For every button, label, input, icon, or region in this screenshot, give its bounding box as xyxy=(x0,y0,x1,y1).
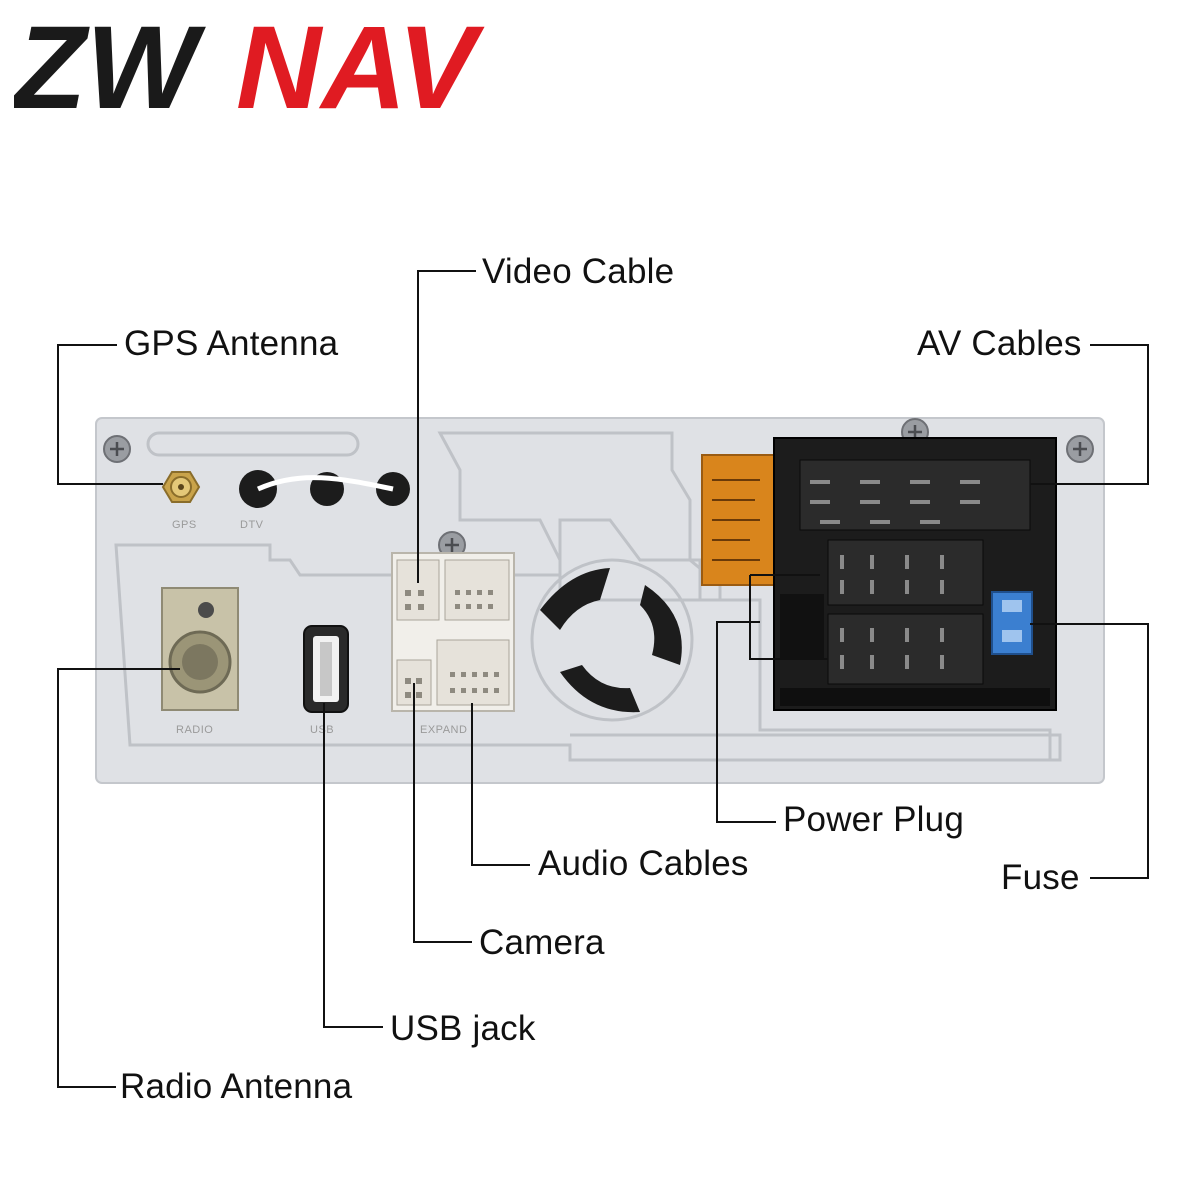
radio-antenna-socket xyxy=(161,587,239,711)
leader-power-plug-3 xyxy=(749,575,828,660)
callout-camera: Camera xyxy=(479,923,605,962)
screw-right xyxy=(1066,435,1094,463)
iso-connector-housing xyxy=(773,437,1057,711)
panel-label-expand: EXPAND xyxy=(420,724,467,736)
callout-video-cable: Video Cable xyxy=(482,252,675,291)
panel-pressings xyxy=(114,431,1062,762)
leader-lines xyxy=(57,270,1149,1088)
leader-radio-antenna xyxy=(57,668,180,1088)
screw-left xyxy=(103,435,131,463)
callout-usb-jack: USB jack xyxy=(390,1009,536,1048)
dtv-connectors xyxy=(239,470,410,508)
zwnav-logo: ZW NAV xyxy=(14,8,485,123)
blue-fuse xyxy=(991,591,1033,655)
leader-usb-jack xyxy=(323,703,383,1028)
callout-av-cables: AV Cables xyxy=(917,324,1082,363)
panel-label-dtv: DTV xyxy=(240,519,264,531)
panel-label-usb: USB xyxy=(310,724,334,736)
leader-camera xyxy=(413,683,472,943)
callout-audio-cables: Audio Cables xyxy=(538,844,749,883)
callout-fuse: Fuse xyxy=(1001,858,1080,897)
callout-power-plug: Power Plug xyxy=(783,800,964,839)
leader-av-cables xyxy=(1030,344,1149,485)
panel-label-radio: RADIO xyxy=(176,724,213,736)
callout-radio-antenna: Radio Antenna xyxy=(120,1067,353,1106)
usb-port xyxy=(303,625,349,713)
leader-audio-cables xyxy=(471,703,530,866)
panel-label-gps: GPS xyxy=(172,519,197,531)
screw-center xyxy=(438,531,466,559)
pcb-traces xyxy=(712,479,760,561)
leader-fuse xyxy=(1030,623,1149,879)
leader-gps-antenna xyxy=(57,344,163,485)
logo-text-red: NAV xyxy=(236,8,485,123)
logo-text-dark: ZW xyxy=(14,8,206,123)
callout-gps-antenna: GPS Antenna xyxy=(124,324,339,363)
fan-grille xyxy=(530,558,694,722)
leader-video-cable xyxy=(417,270,476,583)
gps-sma-connector xyxy=(161,471,201,503)
leader-power-plug xyxy=(716,621,776,823)
expand-connector-block xyxy=(391,552,515,712)
